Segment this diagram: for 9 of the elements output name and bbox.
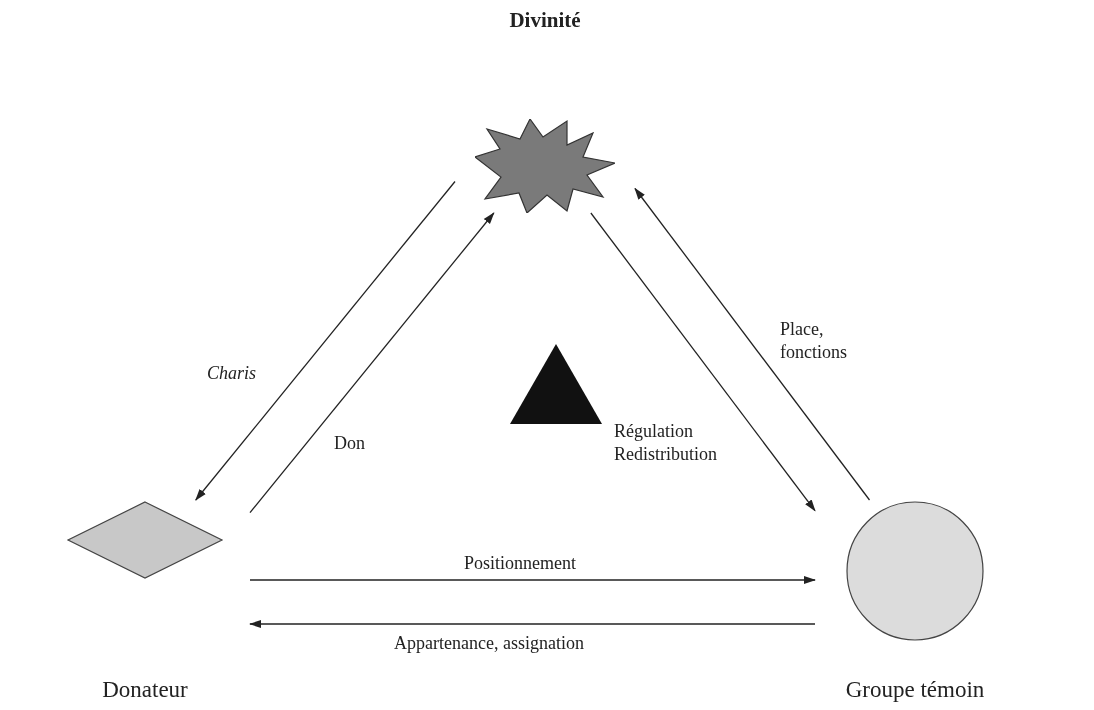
arrow — [590, 212, 816, 512]
node-label: Donateur — [102, 676, 188, 704]
arrow — [634, 187, 871, 501]
arrow — [249, 212, 495, 514]
node-label: Divinité — [509, 8, 581, 34]
arrow — [249, 620, 816, 628]
arrow — [195, 180, 456, 501]
arrow — [249, 576, 816, 584]
node-label: Groupe témoin — [845, 676, 985, 704]
